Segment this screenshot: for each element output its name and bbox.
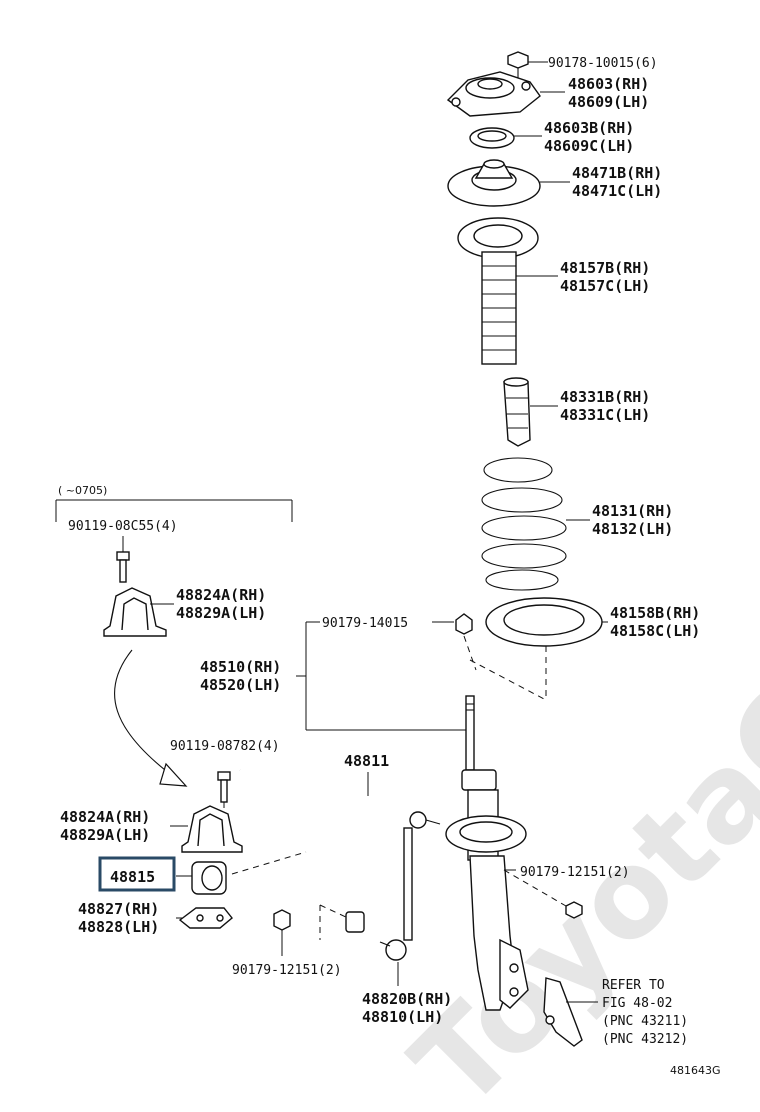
label-48331c[interactable]: 48331C(LH) bbox=[560, 406, 650, 424]
stabilizer-bushing-icon[interactable] bbox=[191, 861, 227, 895]
stabilizer-bracket-bottom-icon[interactable] bbox=[181, 805, 243, 853]
label-48157c[interactable]: 48157C(LH) bbox=[560, 277, 650, 295]
steering-knuckle-icon bbox=[543, 977, 583, 1047]
label-48603[interactable]: 48603(RH) bbox=[568, 75, 649, 93]
bolt-90119-08782-icon[interactable] bbox=[217, 771, 231, 803]
refer-line-3: (PNC 43211) bbox=[602, 1014, 688, 1029]
label-48157b[interactable]: 48157B(RH) bbox=[560, 259, 650, 277]
stabilizer-link-icon[interactable] bbox=[379, 811, 441, 961]
label-48609c[interactable]: 48609C(LH) bbox=[544, 137, 634, 155]
label-90178-10015[interactable]: 90178-10015(6) bbox=[548, 56, 658, 71]
lower-bracket-icon[interactable] bbox=[178, 907, 233, 929]
bolt-90119-08c55-icon[interactable] bbox=[116, 551, 130, 583]
nut-90179-14015-icon[interactable] bbox=[455, 613, 473, 635]
upper-spring-seat-icon[interactable] bbox=[447, 159, 541, 207]
shock-absorber-icon[interactable] bbox=[445, 695, 529, 1011]
spring-insulator-icon[interactable] bbox=[457, 217, 539, 365]
label-48824a-top[interactable]: 48824A(RH) bbox=[176, 586, 266, 604]
highlight-box bbox=[98, 856, 176, 892]
nut-90179-12151-left-icon[interactable] bbox=[273, 909, 291, 931]
label-48471c[interactable]: 48471C(LH) bbox=[572, 182, 662, 200]
stabilizer-bracket-top-icon[interactable] bbox=[103, 587, 167, 637]
label-48131[interactable]: 48131(RH) bbox=[592, 502, 673, 520]
refer-line-2[interactable]: FIG 48-02 bbox=[602, 996, 672, 1011]
lower-insulator-icon[interactable] bbox=[485, 597, 603, 647]
refer-line-4: (PNC 43212) bbox=[602, 1032, 688, 1047]
label-48158b[interactable]: 48158B(RH) bbox=[610, 604, 700, 622]
label-48820b[interactable]: 48820B(RH) bbox=[362, 990, 452, 1008]
label-48810[interactable]: 48810(LH) bbox=[362, 1008, 443, 1026]
label-48510[interactable]: 48510(RH) bbox=[200, 658, 281, 676]
label-48827[interactable]: 48827(RH) bbox=[78, 900, 159, 918]
label-48603b[interactable]: 48603B(RH) bbox=[544, 119, 634, 137]
label-48829a-top[interactable]: 48829A(LH) bbox=[176, 604, 266, 622]
label-90179-12151-left[interactable]: 90179-12151(2) bbox=[232, 963, 342, 978]
watermark-text: ToyotaCarMine.ru bbox=[387, 194, 760, 1112]
bump-stopper-icon[interactable] bbox=[503, 377, 531, 447]
label-90179-14015[interactable]: 90179-14015 bbox=[322, 616, 408, 631]
label-48824a-bottom[interactable]: 48824A(RH) bbox=[60, 808, 150, 826]
label-48520[interactable]: 48520(LH) bbox=[200, 676, 281, 694]
label-48829a-bottom[interactable]: 48829A(LH) bbox=[60, 826, 150, 844]
date-range-note: ( ~0705) bbox=[58, 484, 107, 497]
label-90119-08c55[interactable]: 90119-08C55(4) bbox=[68, 519, 178, 534]
bearing-icon[interactable] bbox=[469, 127, 515, 149]
nut-90178-icon[interactable] bbox=[507, 51, 529, 80]
drawing-id: 481643G bbox=[670, 1064, 721, 1077]
label-90119-08782[interactable]: 90119-08782(4) bbox=[170, 739, 280, 754]
nut-90179-12151-right-icon[interactable] bbox=[565, 901, 583, 919]
label-48811[interactable]: 48811 bbox=[344, 752, 389, 770]
label-48828[interactable]: 48828(LH) bbox=[78, 918, 159, 936]
stabilizer-bar-icon[interactable] bbox=[237, 765, 368, 933]
label-48158c[interactable]: 48158C(LH) bbox=[610, 622, 700, 640]
label-48609[interactable]: 48609(LH) bbox=[568, 93, 649, 111]
label-90179-12151-right[interactable]: 90179-12151(2) bbox=[520, 865, 630, 880]
label-48471b[interactable]: 48471B(RH) bbox=[572, 164, 662, 182]
label-48331b[interactable]: 48331B(RH) bbox=[560, 388, 650, 406]
label-48815[interactable]: 48815 bbox=[110, 868, 155, 886]
coil-spring-icon[interactable] bbox=[481, 457, 567, 591]
label-48132[interactable]: 48132(LH) bbox=[592, 520, 673, 538]
refer-line-1: REFER TO bbox=[602, 978, 665, 993]
upper-support-icon[interactable] bbox=[446, 71, 541, 117]
